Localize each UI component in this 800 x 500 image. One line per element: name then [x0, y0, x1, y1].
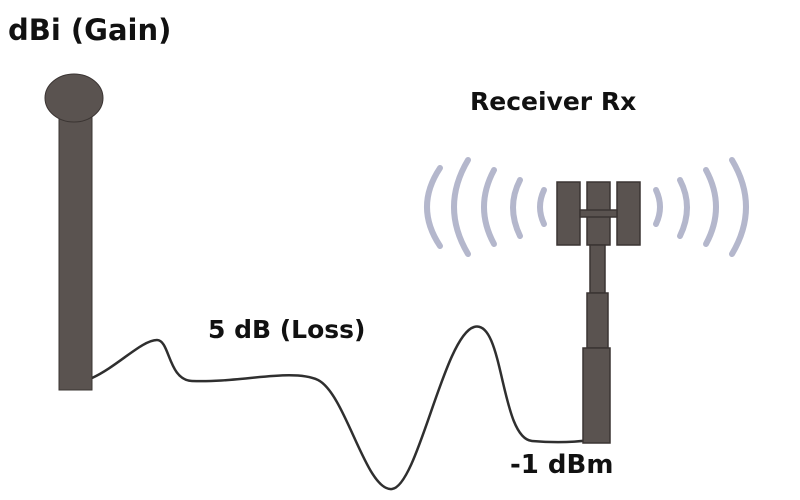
whip-antenna-icon	[44, 73, 104, 391]
signal-wave-right-1	[653, 187, 663, 227]
antenna-mast	[58, 111, 93, 391]
tower-panel-left	[556, 181, 581, 246]
signal-wave-left-3	[481, 167, 497, 247]
cable-line	[90, 325, 592, 491]
signal-wave-left-4	[451, 157, 471, 257]
cable-loss-label: 5 dB (Loss)	[208, 315, 366, 344]
transmitter-gain-label: dBi (Gain)	[8, 13, 172, 47]
cell-tower-icon	[556, 181, 641, 444]
tower-section-bottom	[582, 347, 611, 444]
antenna-tip	[44, 73, 104, 123]
tower-crossbar	[579, 209, 618, 218]
signal-waves-icon	[424, 157, 749, 257]
tower-section-middle	[586, 292, 609, 349]
signal-wave-right-4	[729, 157, 749, 257]
tower-section-top	[589, 244, 606, 294]
signal-wave-right-3	[703, 167, 719, 247]
signal-wave-left-1	[537, 187, 547, 227]
signal-wave-right-2	[677, 177, 690, 239]
signal-wave-left-2	[510, 177, 523, 239]
signal-wave-left-5	[424, 165, 443, 249]
receiver-label: Receiver Rx	[470, 87, 637, 116]
tower-panel-right	[616, 181, 641, 246]
received-power-label: -1 dBm	[510, 450, 614, 480]
